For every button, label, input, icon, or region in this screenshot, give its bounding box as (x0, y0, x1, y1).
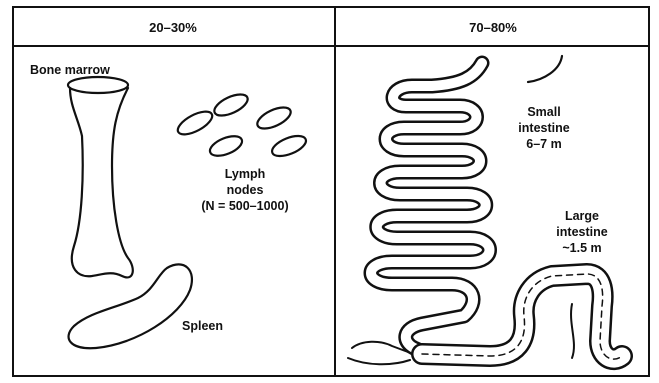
right-header: 70–80% (336, 20, 650, 35)
small-intestine-line1: Small (496, 104, 592, 120)
bone-marrow-label: Bone marrow (30, 62, 110, 78)
small-intestine-line3: 6–7 m (496, 136, 592, 152)
lymph-label-line2: nodes (160, 182, 330, 198)
lymph-label-line1: Lymph (160, 166, 330, 182)
lymph-nodes-drawing (174, 90, 308, 160)
lymph-nodes-label: Lymph nodes (N = 500–1000) (160, 166, 330, 214)
spleen-label: Spleen (182, 318, 223, 334)
small-intestine-label: Small intestine 6–7 m (496, 104, 592, 152)
small-intestine-line2: intestine (496, 120, 592, 136)
figure-frame: 20–30% 70–80% Bone marrow Lymph nodes (N… (12, 6, 650, 377)
lymph-label-line3: (N = 500–1000) (160, 198, 330, 214)
large-intestine-line2: intestine (534, 224, 630, 240)
large-intestine-line1: Large (534, 208, 630, 224)
left-header: 20–30% (12, 20, 334, 35)
large-intestine-label: Large intestine ~1.5 m (534, 208, 630, 256)
large-intestine-line3: ~1.5 m (534, 240, 630, 256)
bone-drawing (68, 77, 133, 277)
